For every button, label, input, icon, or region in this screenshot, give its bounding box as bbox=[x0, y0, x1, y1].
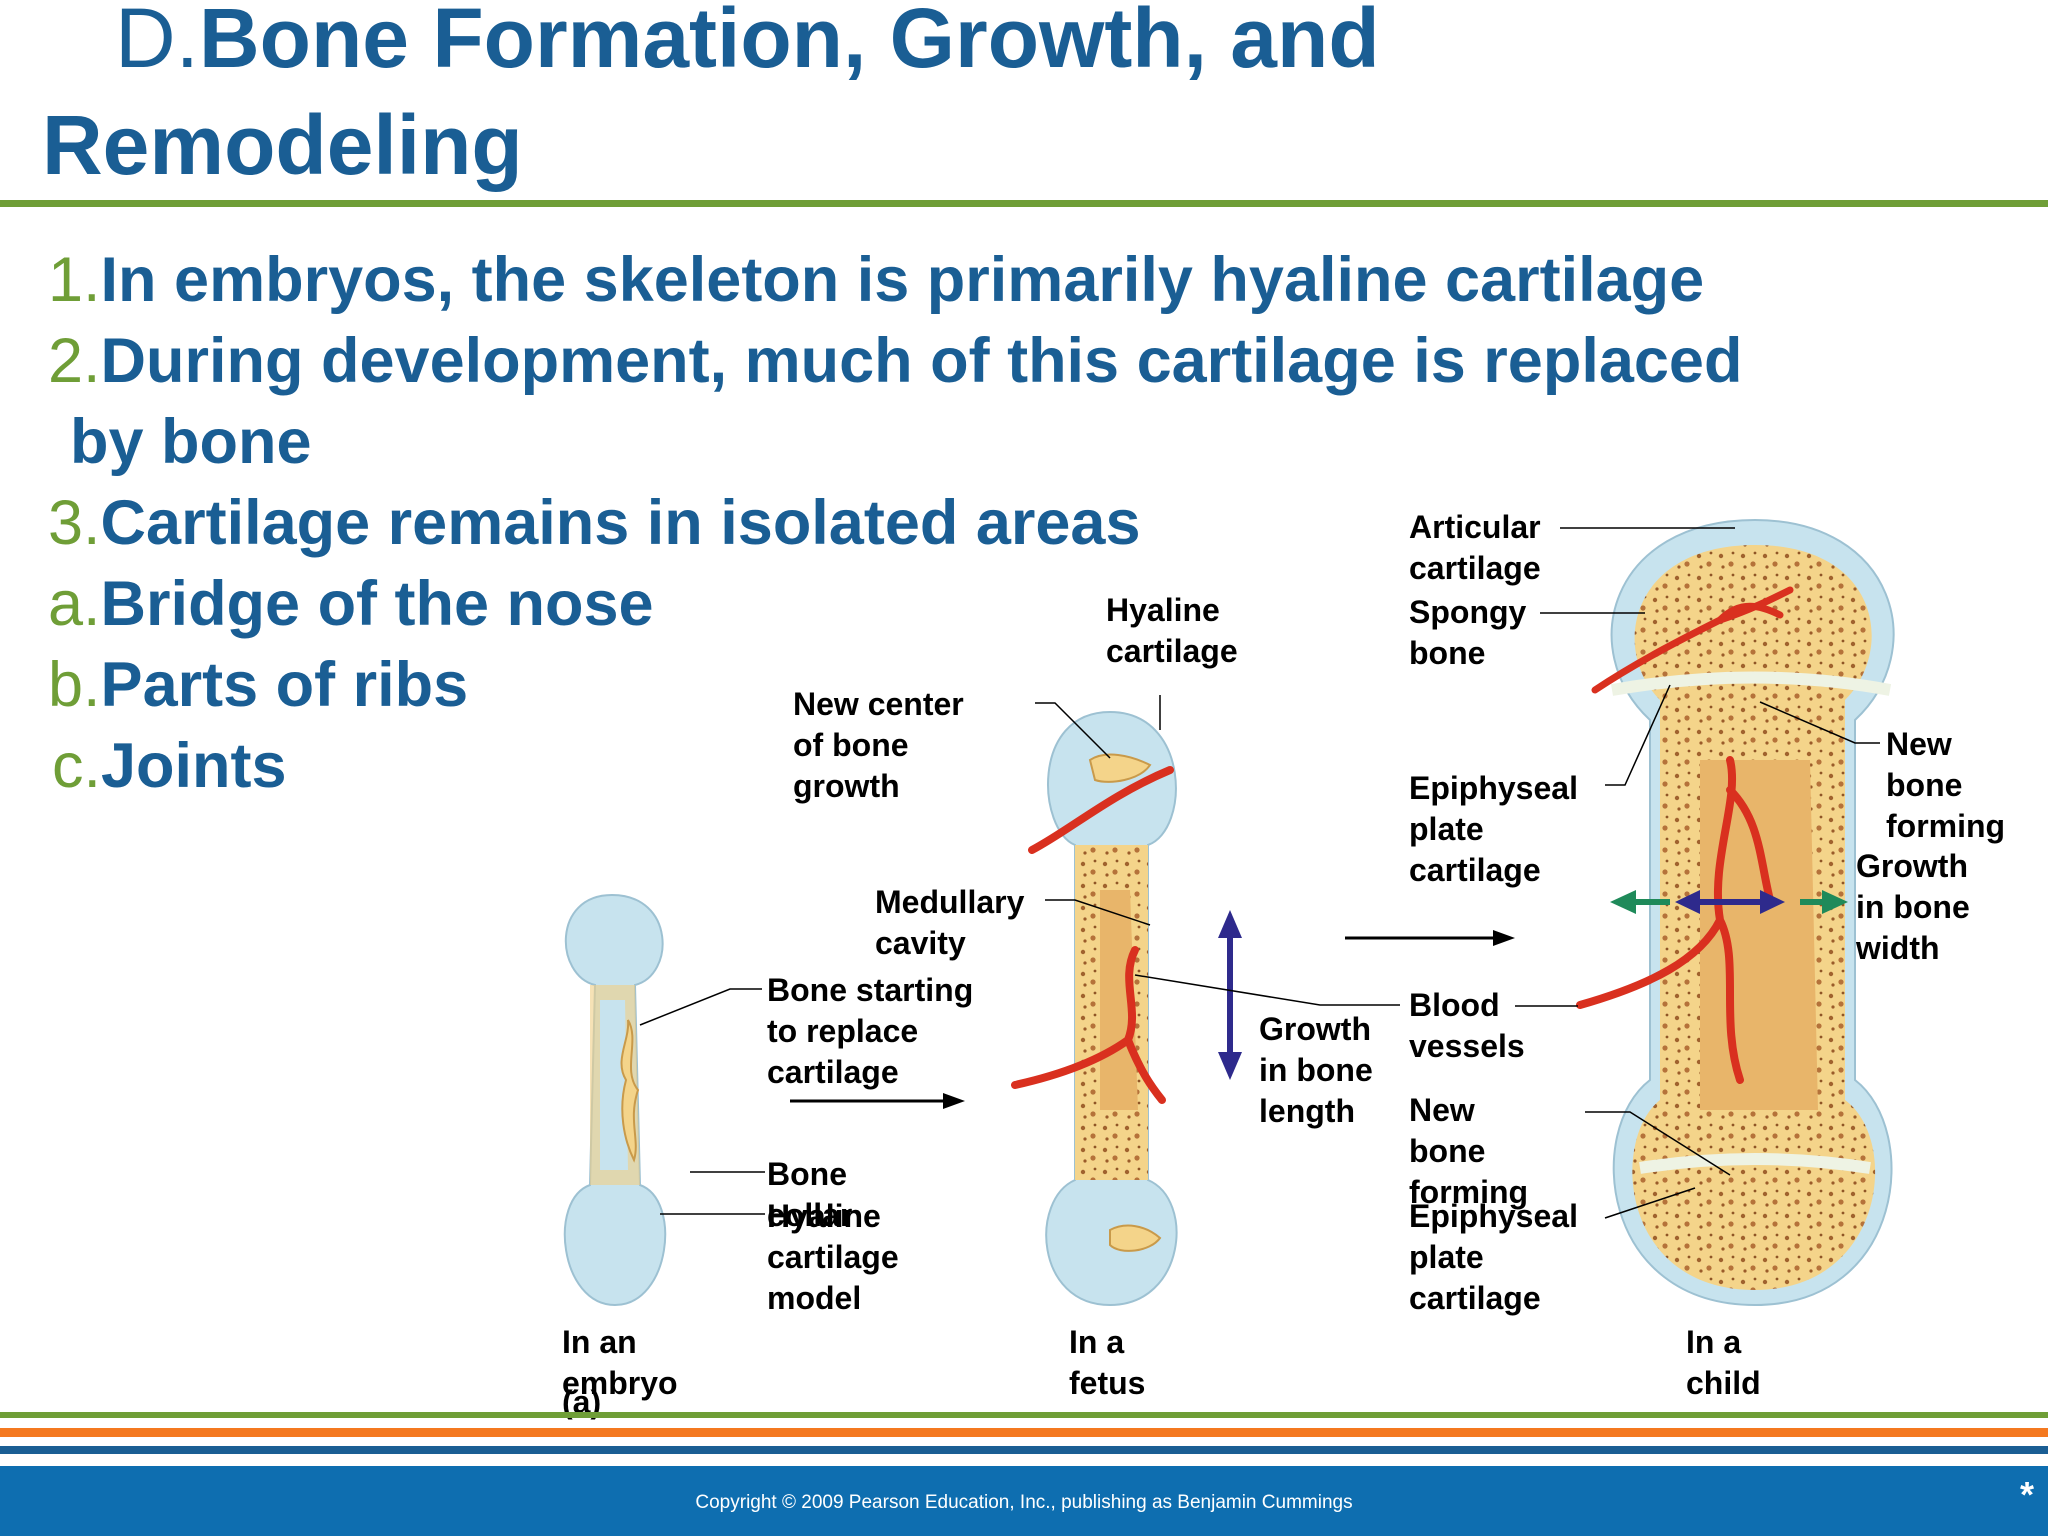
label-medullary-cavity: Medullary cavity bbox=[875, 884, 1025, 961]
child-bone bbox=[1576, 518, 1895, 1307]
stripe-orange bbox=[0, 1428, 2048, 1437]
label-in-an-embryo: In an embryo bbox=[562, 1324, 678, 1401]
bullet-1: 1.In embryos, the skeleton is primarily … bbox=[48, 245, 1705, 315]
label-epiphyseal-plate-bottom: Epiphyseal plate cartilage bbox=[1409, 1198, 1578, 1316]
label-spongy-bone: Spongy bone bbox=[1409, 594, 1527, 671]
label-growth-in-width: Growth in bone width bbox=[1856, 848, 1970, 966]
label-blood-vessels: Blood vessels bbox=[1409, 987, 1525, 1064]
label-in-a-fetus: In a fetus bbox=[1069, 1324, 1146, 1401]
bullet-2: 2.During development, much of this carti… bbox=[48, 326, 1743, 396]
page-title-line2: Remodeling bbox=[42, 98, 523, 192]
bullet-3: 3.Cartilage remains in isolated areas bbox=[48, 488, 1141, 558]
label-in-a-child: In a child bbox=[1686, 1324, 1761, 1401]
title-line1: Bone Formation, Growth, and bbox=[199, 0, 1380, 85]
bullet-2-cont: by bone bbox=[70, 407, 312, 477]
growth-width-arrows bbox=[1610, 890, 1848, 914]
bullet-3c: c.Joints bbox=[52, 731, 287, 801]
label-bone-starting: Bone starting to replace cartilage bbox=[767, 972, 974, 1090]
stripe-green bbox=[0, 1412, 2048, 1418]
footer-bar bbox=[0, 1466, 2048, 1536]
label-hyaline-cartilage-fetus: Hyaline cartilage bbox=[1106, 592, 1238, 669]
copyright-text: Copyright © 2009 Pearson Education, Inc.… bbox=[695, 1492, 1353, 1513]
label-articular-cartilage: Articular cartilage bbox=[1409, 509, 1541, 586]
bullet-3a: a.Bridge of the nose bbox=[48, 569, 654, 639]
slide-marker: * bbox=[2019, 1474, 2034, 1515]
label-growth-in-length: Growth in bone length bbox=[1259, 1011, 1373, 1129]
title-prefix: D. bbox=[115, 0, 199, 85]
label-bone-collar: Bone collar bbox=[767, 1156, 853, 1233]
label-new-bone-forming-right: New bone forming bbox=[1886, 726, 2006, 844]
stage-arrows bbox=[790, 930, 1515, 1109]
fetus-bone bbox=[1011, 710, 1178, 1307]
label-new-bone-forming-mid: New bone forming bbox=[1409, 1092, 1529, 1210]
leader-lines bbox=[639, 527, 1880, 1219]
embryo-bone bbox=[563, 893, 667, 1307]
stripe-blue bbox=[0, 1446, 2048, 1454]
label-new-center: New center of bone growth bbox=[793, 686, 964, 804]
growth-length-arrow bbox=[1218, 910, 1242, 1080]
label-epiphyseal-plate-top: Epiphyseal plate cartilage bbox=[1409, 770, 1578, 888]
bullet-3b: b.Parts of ribs bbox=[48, 650, 469, 720]
page-title: D.Bone Formation, Growth, and bbox=[115, 0, 1380, 92]
label-hyaline-cartilage-model: Hyaline cartilage model bbox=[767, 1198, 899, 1316]
title-divider bbox=[0, 200, 2048, 207]
